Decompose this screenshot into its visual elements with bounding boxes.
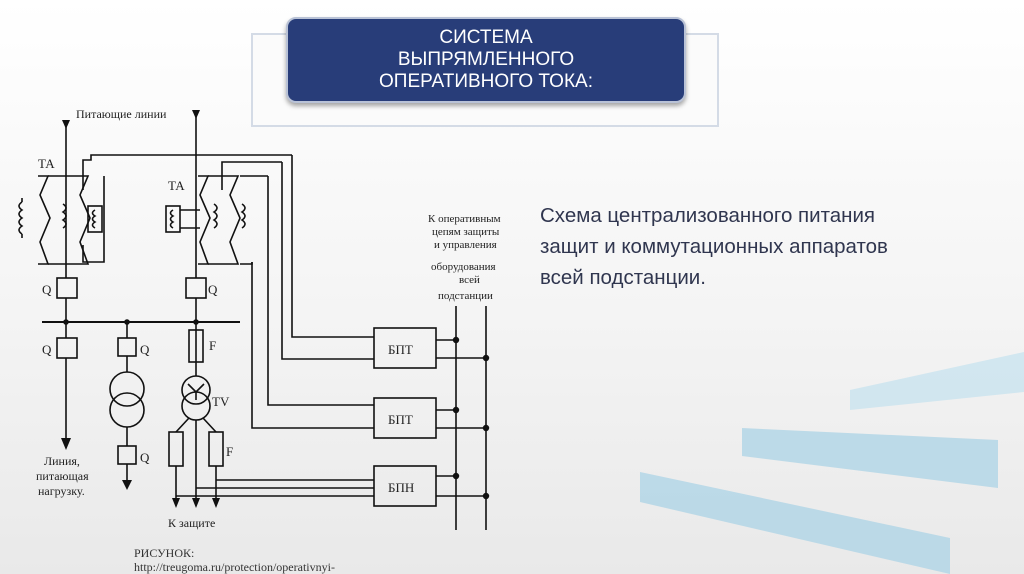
tv-out-right [202, 417, 217, 433]
to-protection-label: К защите [168, 516, 215, 530]
stripe-3 [640, 472, 950, 574]
load-line-label-3: нагрузку. [38, 484, 85, 498]
bpt2-label: БПТ [388, 412, 413, 427]
description-line-1: Схема централизованного питания [540, 204, 876, 227]
title-line-1: СИСТЕМА [439, 27, 533, 48]
unit-bpt-2 [373, 397, 437, 439]
operative-label-3: и управления [434, 239, 497, 251]
figure-caption: РИСУНОК: http://treugoma.ru/protection/o… [134, 546, 335, 574]
q-label-2: Q [208, 282, 218, 297]
unit-bpn [373, 465, 437, 507]
ct-right [165, 161, 282, 265]
tv-out-left [175, 417, 190, 433]
q-label-6: Q [140, 450, 150, 465]
breaker-q3 [56, 337, 78, 359]
to-protection-arrow-2 [192, 498, 200, 508]
f-bottom-label: F [226, 444, 233, 459]
feeder-bpt2-b [251, 262, 374, 429]
load-line-arrow [61, 438, 71, 450]
feeder-bpt1-a [291, 155, 374, 338]
load-line-label-2: питающая [36, 469, 89, 483]
title-line-2: ВЫПРЯМЛЕННОГО [397, 49, 575, 70]
description-line-3: всей подстанции. [540, 266, 706, 289]
supply-arrow-right [192, 110, 200, 176]
tv-upper [181, 375, 211, 405]
bus-node-5 [452, 472, 460, 480]
operative-label-5: всей [459, 274, 480, 286]
title-line-3: ОПЕРАТИВНОГО ТОКА: [379, 71, 593, 92]
supply-lines-label: Питающие линии [76, 107, 167, 121]
feeder-bpt1-b [281, 162, 374, 360]
to-protection-arrow-1 [172, 498, 180, 508]
breaker-q4 [117, 337, 137, 357]
ta-right-label: ТА [168, 178, 185, 193]
ct-left [18, 154, 292, 265]
to-protection-arrow-3 [212, 498, 220, 508]
title-box: СИСТЕМА ВЫПРЯМЛЕННОГО ОПЕРАТИВНОГО ТОКА: [286, 17, 686, 103]
caption-label: РИСУНОК: [134, 546, 195, 560]
bus-node-6 [482, 492, 490, 500]
bpt1-label: БПТ [388, 342, 413, 357]
feeder-bpt2-a [267, 176, 374, 406]
unit-bpt-1 [373, 327, 437, 369]
aux-transformer-lower [109, 392, 145, 428]
bus-node-2 [482, 354, 490, 362]
operative-label-2: цепям защиты [432, 226, 500, 238]
caption-url[interactable]: http://treugoma.ru/protection/operativny… [134, 560, 335, 574]
q-label-1: Q [42, 282, 52, 297]
stripe-2 [742, 428, 998, 488]
bus-node-4 [482, 424, 490, 432]
aux-tr-arrow [122, 480, 132, 490]
stripe-1 [850, 352, 1024, 410]
operative-label-1: К оперативным [428, 213, 501, 225]
busbar-node-1 [63, 319, 69, 325]
bus-node-3 [452, 406, 460, 414]
description: Схема централизованного питания защит и … [540, 200, 1000, 293]
breaker-q2 [185, 277, 207, 299]
ta-left-label: ТА [38, 156, 55, 171]
fuse-bottom-right [208, 431, 224, 467]
load-line-label-1: Линия, [44, 454, 80, 468]
aux-transformer-upper [109, 371, 145, 407]
q-label-4: Q [140, 342, 150, 357]
supply-arrow-left [62, 120, 70, 176]
description-line-2: защит и коммутационных аппаратов [540, 235, 888, 258]
breaker-q1 [56, 277, 78, 299]
operative-label-6: подстанции [438, 290, 493, 302]
operative-label-4: оборудования [431, 261, 496, 273]
bus-node-1 [452, 336, 460, 344]
tv-symbol [187, 383, 205, 400]
tv-label: TV [212, 394, 230, 409]
bpn-label: БПН [388, 480, 414, 495]
q-label-3: Q [42, 342, 52, 357]
breaker-q6 [117, 445, 137, 465]
fuse-bottom-left [168, 431, 184, 467]
f-top-label: F [209, 338, 216, 353]
